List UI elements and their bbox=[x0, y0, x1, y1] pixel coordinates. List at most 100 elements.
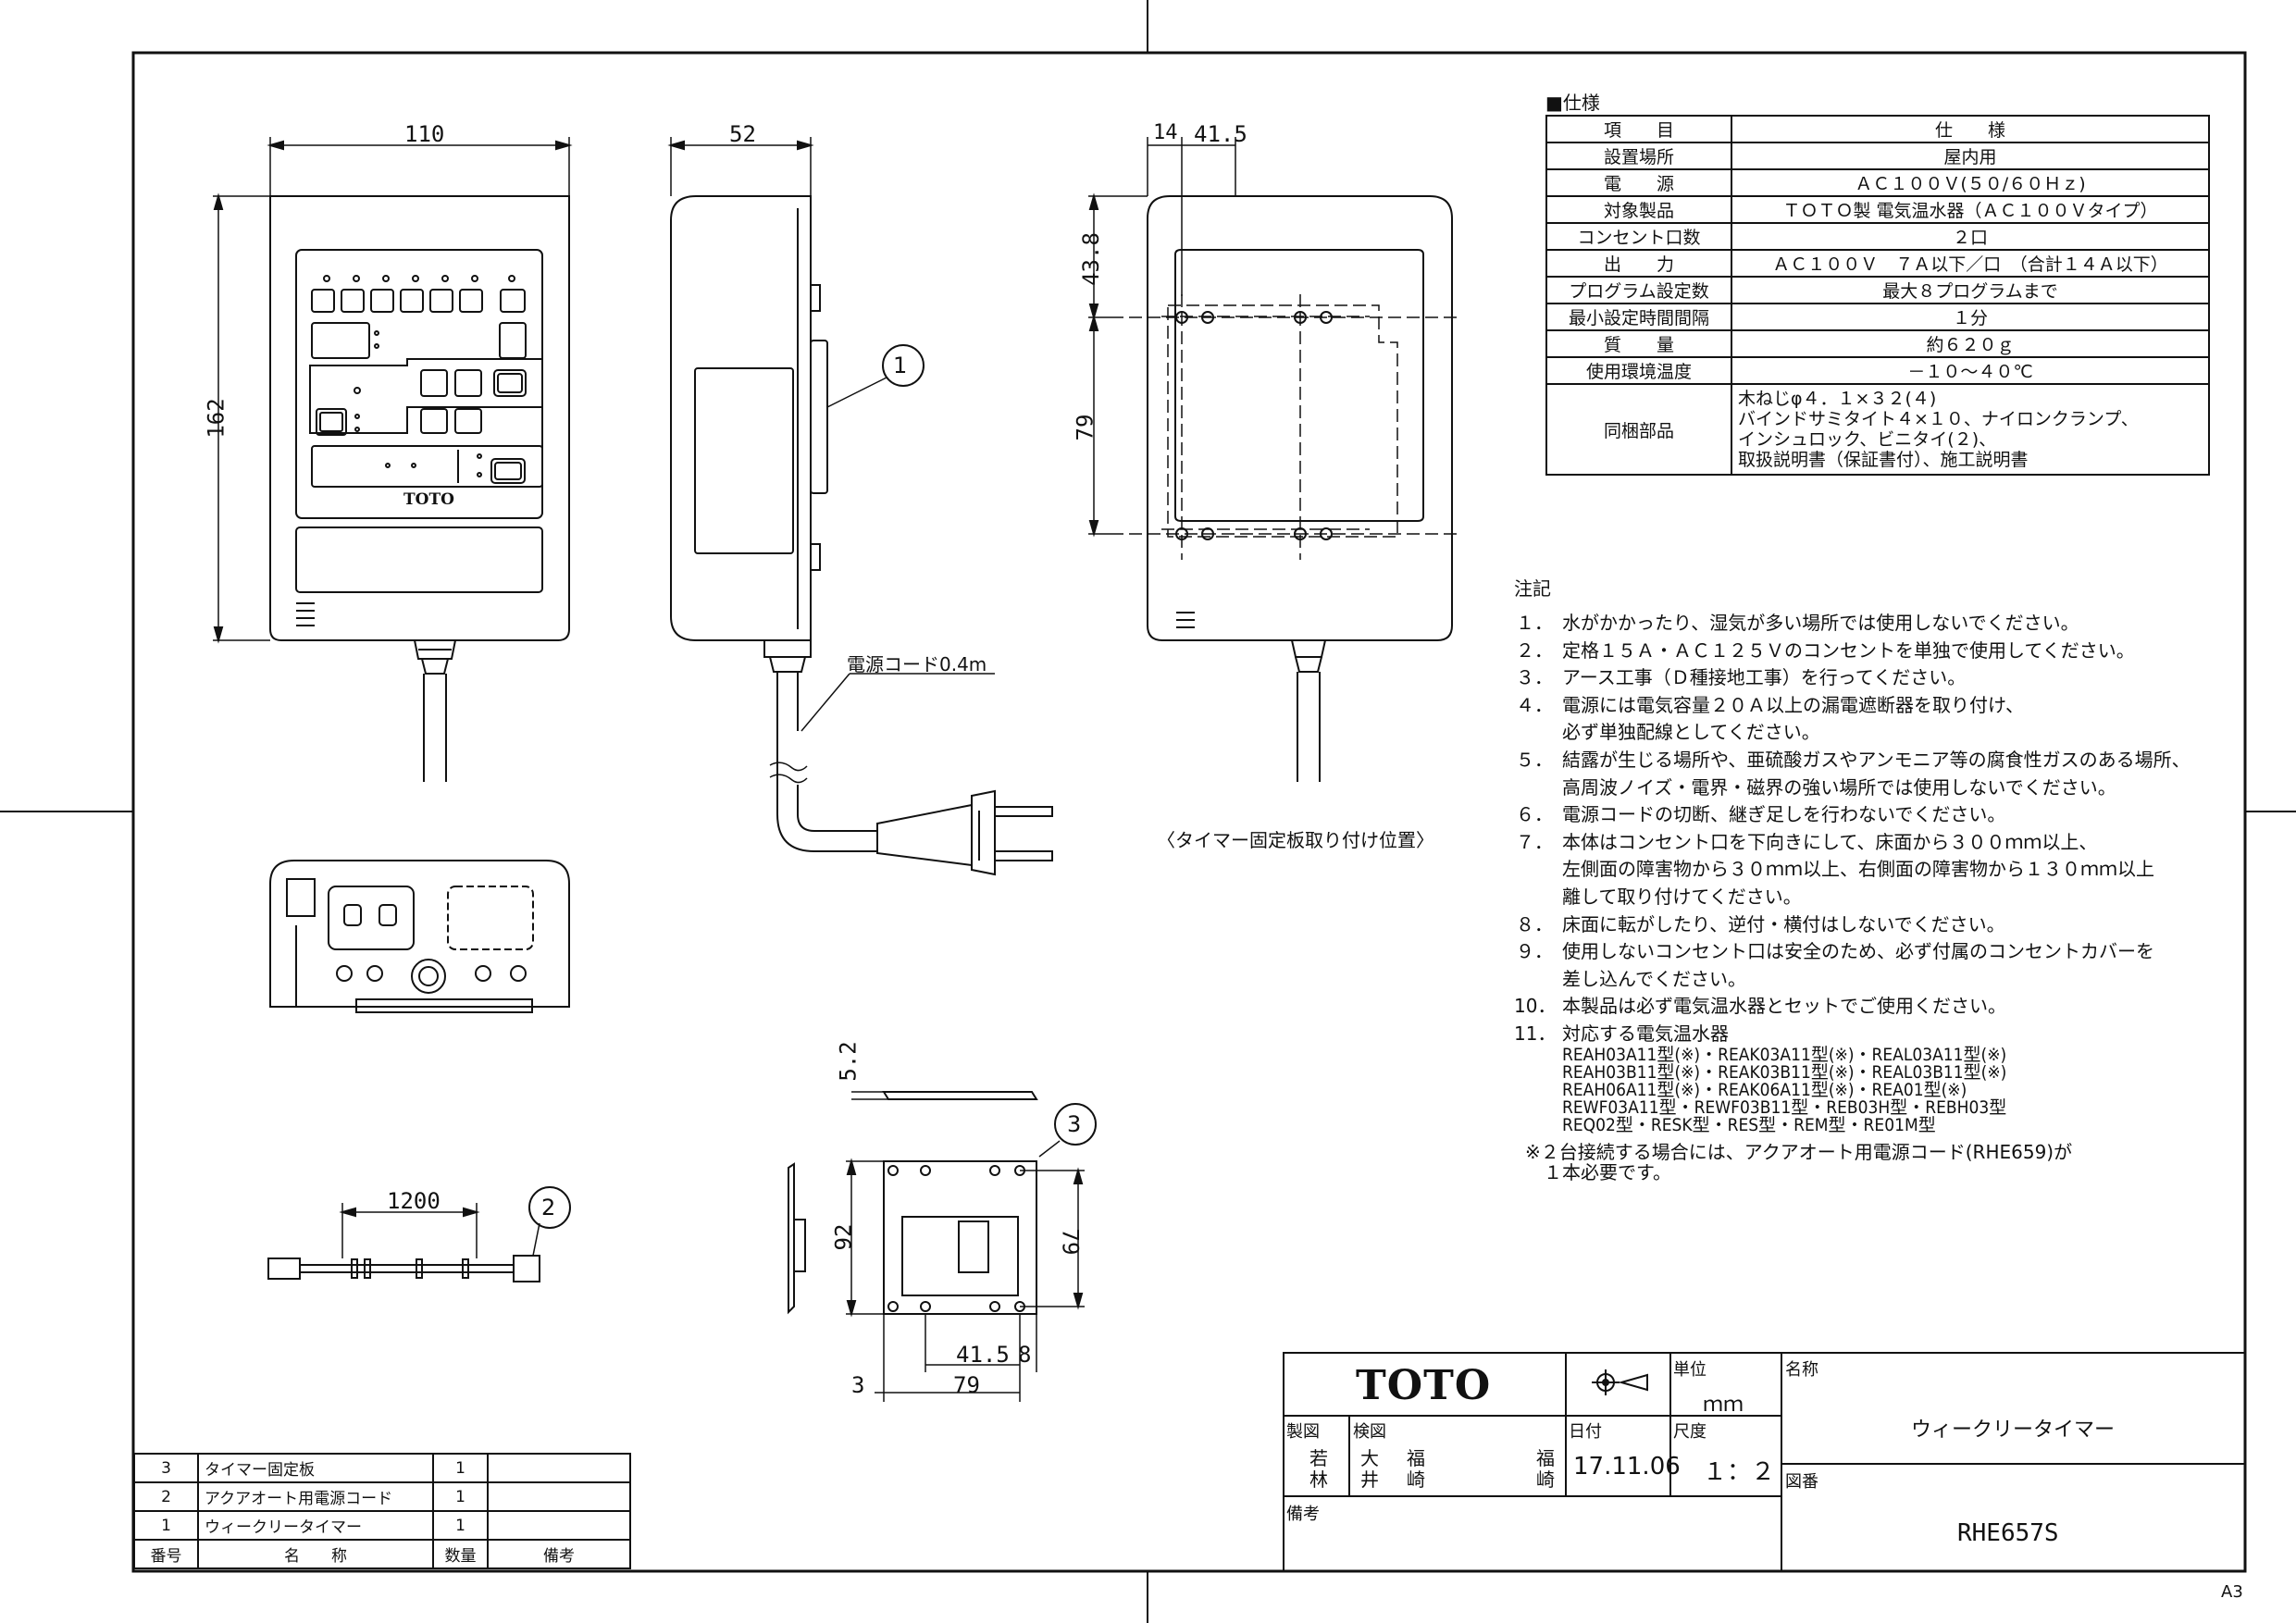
note-line: ４．電源には電気容量２０Ａ以上の漏電遮断器を取り付け、 bbox=[1514, 690, 2191, 718]
callout-1-circle bbox=[882, 344, 925, 387]
spec-value: ２口 bbox=[1731, 222, 2210, 251]
dim-41-5-plate: 41.5 bbox=[956, 1342, 1010, 1368]
note-line: 必ず単独配線としてください。 bbox=[1514, 717, 2191, 745]
note-number: ２． bbox=[1516, 638, 1553, 662]
drawn-name-2: 林 bbox=[1309, 1468, 1328, 1491]
checked-name-3: 福 bbox=[1407, 1447, 1425, 1469]
note-number: ９． bbox=[1516, 940, 1553, 963]
spec-key: 同梱部品 bbox=[1545, 383, 1732, 476]
spec-header-row: 項 目 仕 様 bbox=[1545, 115, 2210, 143]
model-line: REAH03A11型(※)・REAK03A11型(※)・REAL03A11型(※… bbox=[1562, 1044, 2007, 1065]
parts-header-row: 番号 名 称 数量 備考 bbox=[133, 1539, 631, 1569]
spec-value: ＴＯＴＯ製 電気温水器（ＡＣ１００Ｖタイプ） bbox=[1731, 195, 2210, 224]
side-view bbox=[667, 137, 1053, 876]
front-view bbox=[213, 137, 573, 782]
checked-label: 検図 bbox=[1353, 1422, 1386, 1442]
dim-8: 8 bbox=[1018, 1342, 1032, 1368]
dim-14: 14 bbox=[1153, 121, 1178, 144]
parts-table: 3 タイマー固定板 1 2 アクアオート用電源コード 1 1 ウィークリータイマ… bbox=[133, 1453, 631, 1569]
part-remark bbox=[487, 1481, 631, 1512]
note-line: ３．アース工事（Ｄ種接地工事）を行ってください。 bbox=[1514, 663, 2191, 690]
parts-header: 数量 bbox=[432, 1539, 489, 1569]
note-line: 11．対応する電気温水器 bbox=[1514, 1019, 2191, 1047]
note-text: 水がかかったり、湿気が多い場所では使用しないでください。 bbox=[1562, 612, 2079, 634]
note-text: 使用しないコンセント口は安全のため、必ず付属のコンセントカバーを bbox=[1562, 940, 2154, 963]
plate-drawing bbox=[788, 1091, 1085, 1402]
spec-value: ＡＣ１００Ｖ(５０/６０Ｈｚ) bbox=[1731, 168, 2210, 197]
front-toto-logo: TOTO bbox=[403, 490, 454, 509]
spec-accessories: 木ねじφ４．１×３２(４) バインドサミタイト４×１０、ナイロンクランプ、 イン… bbox=[1731, 383, 2210, 476]
part-number: 3 bbox=[133, 1453, 199, 1483]
parts-row: 1 ウィークリータイマー 1 bbox=[133, 1510, 631, 1541]
checked-name-4: 崎 bbox=[1407, 1468, 1425, 1491]
accessory-line: 取扱説明書（保証書付）、施工説明書 bbox=[1738, 450, 2029, 470]
back-view bbox=[1088, 137, 1462, 782]
date-label: 日付 bbox=[1569, 1422, 1602, 1442]
callout-1: 1 bbox=[893, 353, 908, 378]
note-line: ８．床面に転がしたり、逆付・横付はしないでください。 bbox=[1514, 910, 2191, 937]
projection-symbol bbox=[1592, 1369, 1648, 1395]
cable-drawing bbox=[267, 1203, 540, 1282]
note-number: １． bbox=[1516, 612, 1553, 634]
accessory-line: バインドサミタイト４×１０、ナイロンクランプ、 bbox=[1738, 409, 2139, 429]
note-text: 対応する電気温水器 bbox=[1562, 1022, 1729, 1045]
spec-value: －１０～４０℃ bbox=[1731, 356, 2210, 385]
note-line: 左側面の障害物から３０ｍｍ以上、右側面の障害物から１３０ｍｍ以上 bbox=[1514, 854, 2191, 882]
checked-name-5: 福 bbox=[1536, 1447, 1555, 1469]
footnote-line: １本必要です。 bbox=[1525, 1160, 1671, 1183]
note-text: 左側面の障害物から３０ｍｍ以上、右側面の障害物から１３０ｍｍ以上 bbox=[1562, 858, 2154, 881]
dim-width-110: 110 bbox=[404, 121, 445, 147]
part-number: 1 bbox=[133, 1510, 199, 1541]
parts-row: 2 アクアオート用電源コード 1 bbox=[133, 1481, 631, 1512]
spec-key: 質 量 bbox=[1545, 329, 1732, 358]
note-number bbox=[1514, 964, 1562, 992]
note-line: ７．本体はコンセント口を下向きにして、床面から３００ｍｍ以上、 bbox=[1514, 827, 2191, 855]
accessory-line: インシュロック、ビニタイ(２)、 bbox=[1738, 429, 1997, 450]
note-number: ７． bbox=[1516, 830, 1553, 853]
note-number: ６． bbox=[1516, 803, 1553, 826]
note-number bbox=[1514, 717, 1562, 745]
drawn-name-1: 若 bbox=[1309, 1447, 1328, 1469]
spec-row: 設置場所屋内用 bbox=[1545, 142, 2210, 170]
callout-3: 3 bbox=[1067, 1111, 1082, 1137]
spec-key: 使用環境温度 bbox=[1545, 356, 1732, 385]
note-line: ６．電源コードの切断、継ぎ足しを行わないでください。 bbox=[1514, 799, 2191, 827]
note-text: アース工事（Ｄ種接地工事）を行ってください。 bbox=[1562, 666, 1967, 689]
spec-key: 設置場所 bbox=[1545, 142, 1732, 170]
spec-value: 約６２０ｇ bbox=[1731, 329, 2210, 358]
spec-value: １分 bbox=[1731, 303, 2210, 331]
part-qty: 1 bbox=[432, 1481, 489, 1512]
note-text: 離して取り付けてください。 bbox=[1562, 885, 1802, 908]
note-line: 10．本製品は必ず電気温水器とセットでご使用ください。 bbox=[1514, 991, 2191, 1019]
spec-row: プログラム設定数最大８プログラムまで bbox=[1545, 276, 2210, 304]
dim-5-2: 5.2 bbox=[835, 1041, 862, 1082]
spec-row-accessories: 同梱部品 木ねじφ４．１×３２(４) バインドサミタイト４×１０、ナイロンクラン… bbox=[1545, 383, 2210, 476]
date-value: 17.11.06 bbox=[1573, 1453, 1681, 1481]
note-number: ８． bbox=[1516, 912, 1553, 935]
part-name: タイマー固定板 bbox=[197, 1453, 434, 1483]
note-number bbox=[1514, 773, 1562, 800]
dim-92: 92 bbox=[830, 1223, 857, 1251]
spec-row: 使用環境温度－１０～４０℃ bbox=[1545, 356, 2210, 385]
parts-header: 番号 bbox=[133, 1539, 199, 1569]
callout-3-circle bbox=[1054, 1103, 1097, 1146]
dim-79: 79 bbox=[1072, 414, 1098, 441]
checked-name-6: 崎 bbox=[1536, 1468, 1555, 1491]
part-remark bbox=[487, 1453, 631, 1483]
note-text: 本製品は必ず電気温水器とセットでご使用ください。 bbox=[1562, 995, 2006, 1018]
dim-1200: 1200 bbox=[387, 1188, 441, 1214]
part-qty: 1 bbox=[432, 1453, 489, 1483]
part-number: 2 bbox=[133, 1481, 199, 1512]
spec-row: 質 量約６２０ｇ bbox=[1545, 329, 2210, 358]
dim-depth-52: 52 bbox=[729, 121, 756, 147]
remarks-label: 備考 bbox=[1286, 1505, 1320, 1524]
note-text: 電源には電気容量２０Ａ以上の漏電遮断器を取り付け、 bbox=[1562, 693, 2024, 716]
parts-header: 名 称 bbox=[197, 1539, 434, 1569]
